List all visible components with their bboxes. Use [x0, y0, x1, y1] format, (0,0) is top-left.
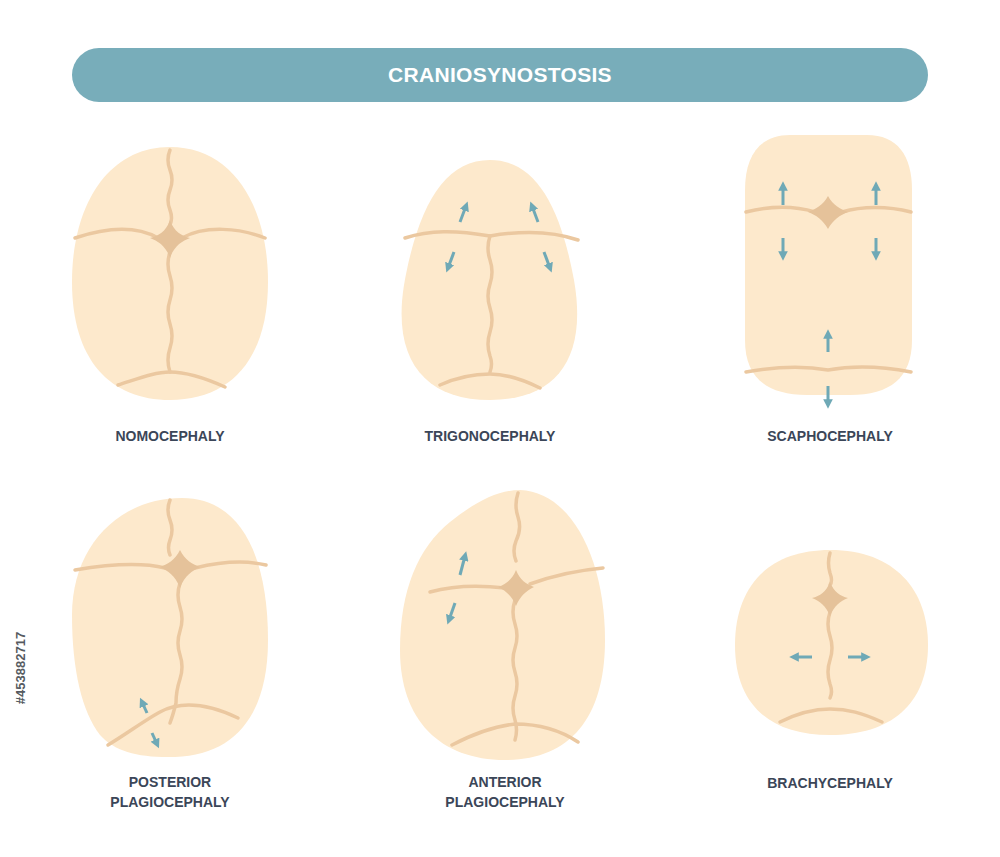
title-banner — [72, 48, 928, 102]
skull-name: POSTERIOR PLAGIOCEPHALY — [105, 772, 235, 813]
skull-name: TRIGONOCEPHALY — [400, 426, 580, 446]
sutures — [75, 150, 911, 745]
skull-shape — [72, 498, 268, 757]
diagram-title: CRANIOSYNOSTOSIS — [72, 48, 928, 102]
watermark-id: #453882717 — [13, 632, 28, 704]
skull-name: BRACHYCEPHALY — [740, 773, 920, 793]
skull-name: SCAPHOCEPHALY — [740, 426, 920, 446]
skull-name: NOMOCEPHALY — [80, 426, 260, 446]
skull-shape — [402, 160, 578, 400]
skull-shape — [72, 147, 268, 400]
skull-shape — [735, 550, 928, 735]
skull-shape — [745, 135, 912, 395]
skull-name: ANTERIOR PLAGIOCEPHALY — [440, 772, 570, 813]
growth-arrows — [142, 186, 876, 744]
skull-shape — [400, 490, 605, 760]
fontanelles — [150, 196, 848, 616]
